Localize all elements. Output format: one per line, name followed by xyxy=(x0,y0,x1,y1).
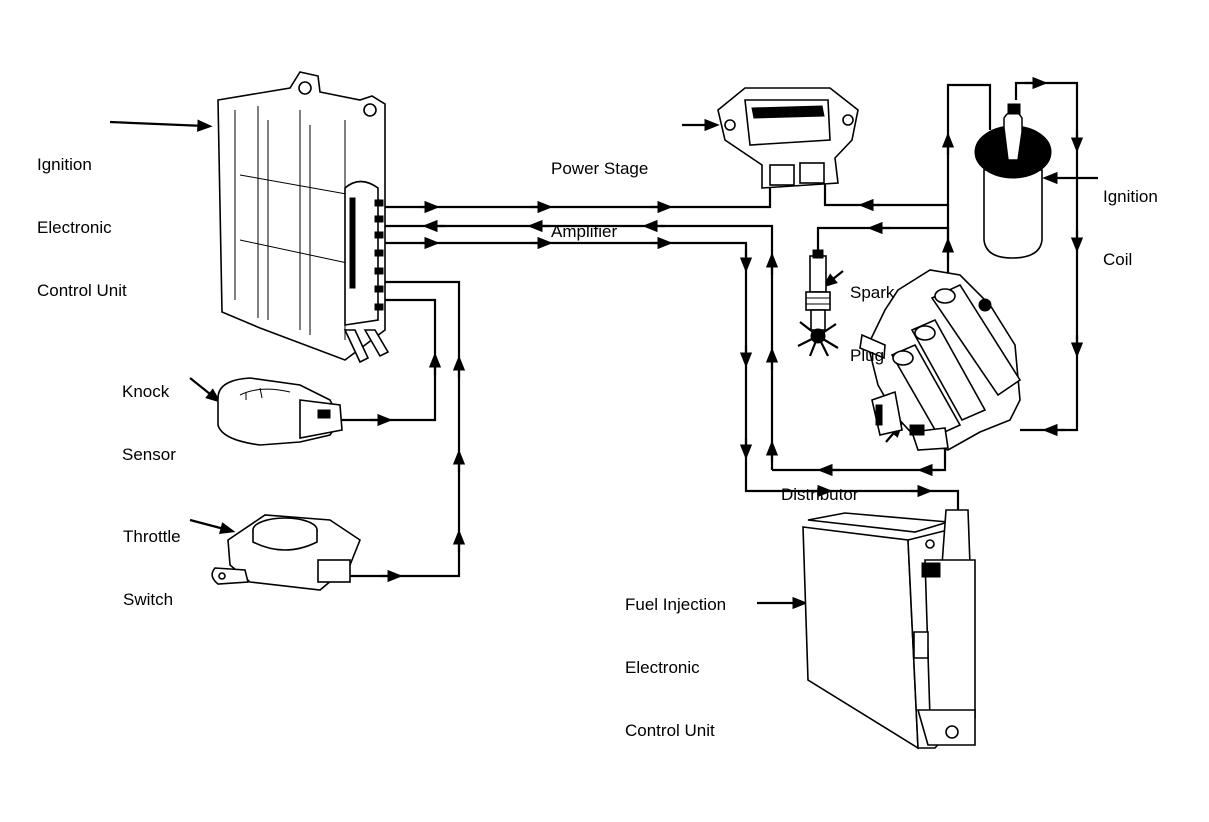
label-pointers xyxy=(109,118,1098,610)
label-line: Amplifier xyxy=(551,222,618,241)
power-stage-amplifier-drawing xyxy=(717,87,859,189)
label-line: Fuel Injection xyxy=(625,595,727,614)
label-line: Distributor xyxy=(781,485,859,504)
label-power-stage-amplifier: Power Stage Amplifier xyxy=(551,116,648,263)
label-line: Knock xyxy=(122,382,170,401)
label-line: Power Stage xyxy=(551,159,649,178)
label-line: Ignition xyxy=(37,155,92,174)
fuel-injection-ecu-drawing xyxy=(802,509,976,750)
pointer-ignition-ecu xyxy=(109,119,213,132)
label-spark-plug: Spark Plug xyxy=(850,240,894,387)
pointer-knock-sensor xyxy=(189,377,222,403)
label-line: Electronic xyxy=(37,218,112,237)
pointer-throttle-switch xyxy=(189,518,236,534)
label-line: Plug xyxy=(850,346,885,365)
label-fuel-injection-ecu: Fuel Injection Electronic Control Unit xyxy=(625,552,726,762)
pointer-spark-plug xyxy=(821,270,844,288)
label-line: Switch xyxy=(123,590,174,609)
distributor-drawing xyxy=(859,269,1022,451)
label-ignition-ecu: Ignition Electronic Control Unit xyxy=(37,112,127,322)
wire-throttle-to-ecu xyxy=(350,280,461,578)
ignition-ecu-drawing xyxy=(217,71,390,364)
label-line: Electronic xyxy=(625,658,700,677)
label-throttle-switch: Throttle Switch xyxy=(123,484,181,631)
wire-distributor-to-ecu xyxy=(385,224,774,470)
label-line: Ignition xyxy=(1103,187,1158,206)
ignition-coil-drawing xyxy=(974,103,1052,259)
wire-ecu-to-fuel-ecu xyxy=(385,241,960,510)
knock-sensor-drawing xyxy=(217,377,343,446)
spark-plug-drawing xyxy=(797,249,839,357)
label-line: Coil xyxy=(1103,250,1133,269)
label-ignition-coil: Ignition Coil xyxy=(1103,144,1158,291)
wire-ecu-to-amplifier xyxy=(385,183,772,209)
label-line: Control Unit xyxy=(37,281,127,300)
throttle-switch-drawing xyxy=(211,514,361,591)
label-knock-sensor: Knock Sensor xyxy=(122,339,176,486)
label-distributor: Distributor xyxy=(781,442,858,526)
label-line: Throttle xyxy=(123,527,181,546)
label-line: Spark xyxy=(850,283,895,302)
label-line: Control Unit xyxy=(625,721,715,740)
label-line: Sensor xyxy=(122,445,176,464)
